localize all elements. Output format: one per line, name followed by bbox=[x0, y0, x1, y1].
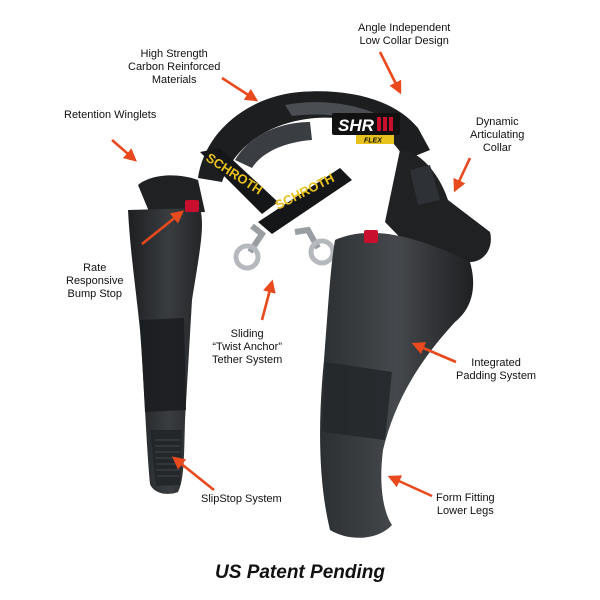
arrow-tether bbox=[260, 279, 276, 321]
shr-logo-text: SHR bbox=[338, 116, 375, 135]
label-slipstop: SlipStop System bbox=[201, 493, 282, 505]
flex-logo-text: FLEX bbox=[364, 138, 383, 145]
arrow-carbon bbox=[221, 76, 259, 102]
arrow-angle bbox=[378, 51, 402, 95]
right-leg bbox=[320, 150, 491, 538]
label-winglets: Retention Winglets bbox=[64, 109, 157, 121]
twist-anchor-rings bbox=[233, 223, 336, 271]
arrow-padding bbox=[411, 342, 457, 364]
arrow-bump bbox=[141, 210, 185, 246]
tether-straps: SCHROTH SCHROTH bbox=[200, 148, 352, 234]
arrow-slipstop bbox=[171, 456, 215, 492]
patent-footer: US Patent Pending bbox=[215, 562, 385, 583]
arrow-collar bbox=[453, 157, 472, 193]
left-leg bbox=[128, 175, 205, 494]
arrow-winglets bbox=[111, 139, 137, 162]
label-tether: Sliding“Twist Anchor”Tether System bbox=[212, 328, 283, 366]
callout-arrows bbox=[111, 51, 472, 498]
arrow-legs bbox=[387, 475, 433, 498]
shr-badge: SHR FLEX bbox=[332, 113, 400, 145]
